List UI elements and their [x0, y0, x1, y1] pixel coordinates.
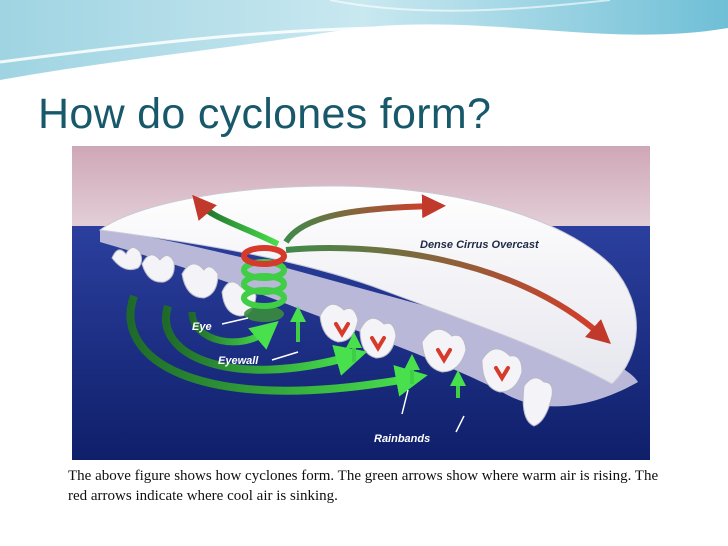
- inflow-arrow-outer: [126, 294, 428, 397]
- cyclone-formation-figure: Dense Cirrus Overcast Eye Eyewall Rainba…: [72, 146, 650, 460]
- sinking-air-red-arrows: [334, 322, 510, 382]
- label-eyewall: Eyewall: [218, 355, 259, 367]
- eyewall-spiral: [241, 245, 287, 322]
- label-leader-lines: [221, 317, 465, 433]
- rainband-clouds: [111, 247, 553, 427]
- outflow-arrow-top: [283, 194, 446, 244]
- outflow-arrow-right: [285, 245, 611, 344]
- rising-air-green-arrows: [290, 306, 466, 398]
- inflow-arrow-middle: [162, 304, 368, 376]
- inflow-arrow-inner: [188, 311, 279, 350]
- label-rainbands: Rainbands: [374, 433, 430, 445]
- slide-title: How do cyclones form?: [38, 90, 492, 138]
- figure-caption: The above figure shows how cyclones form…: [68, 468, 659, 504]
- label-dense-cirrus-overcast: Dense Cirrus Overcast: [420, 239, 540, 251]
- outflow-arrow-left: [192, 194, 280, 247]
- header-wave-decoration: [0, 0, 728, 90]
- dense-cirrus-overcast: [98, 185, 637, 385]
- label-eye: Eye: [192, 321, 212, 333]
